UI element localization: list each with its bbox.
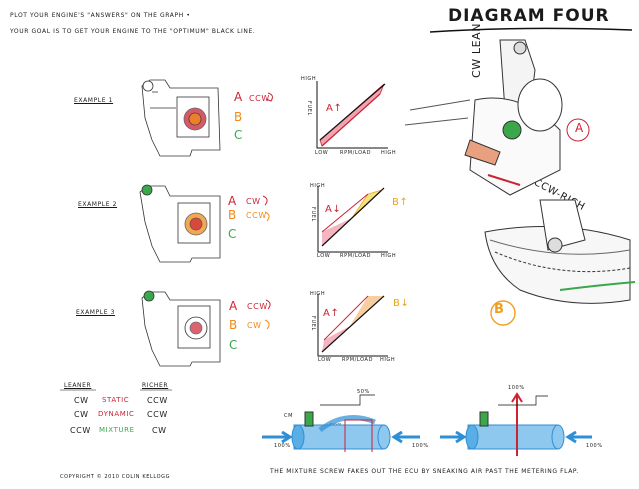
example-2-label: EXAMPLE 2 xyxy=(78,201,118,208)
g2-marker-a: A↓ xyxy=(325,204,342,215)
legend-row1-right: CCW xyxy=(147,396,168,405)
carb-example-2 xyxy=(139,184,221,263)
g1-y-label: FUEL xyxy=(306,101,312,116)
legend-row2-left: CW xyxy=(74,410,89,419)
legend-richer: RICHER xyxy=(142,382,169,389)
g3-high-y: HIGH xyxy=(310,291,326,297)
g3-marker-a: A↑ xyxy=(323,308,340,319)
g3-marker-b: B↓ xyxy=(393,298,410,309)
ex2-action-a: CW xyxy=(246,197,261,206)
caption: THE MIXTURE SCREW FAKES OUT THE ECU BY S… xyxy=(270,468,579,475)
legend-row3-middle: MIXTURE xyxy=(99,426,135,434)
legend-row3-left: CCW xyxy=(70,426,91,435)
legend-row3-right: CW xyxy=(152,426,167,435)
flow-left-in-pct: 100% xyxy=(274,443,291,449)
flow-right-top-pct: 100% xyxy=(508,385,525,391)
g1-high-y: HIGH xyxy=(301,76,317,82)
detail-illustration-b xyxy=(484,199,636,326)
flow-right-out-pct: 100% xyxy=(586,443,603,449)
legend-row1-left: CW xyxy=(74,396,89,405)
g2-y-label: FUEL xyxy=(310,207,316,222)
ccw-rich-label: CCW-RICH xyxy=(531,177,587,214)
legend-row1-middle: STATIC xyxy=(102,396,130,404)
g1-x-label: RPM/LOAD xyxy=(340,150,372,156)
g3-low: LOW xyxy=(318,357,332,363)
marker-a-label: A xyxy=(575,121,584,135)
flow-right-in-pct: 100% xyxy=(472,443,489,449)
graph-2 xyxy=(317,186,388,253)
title-underline xyxy=(429,27,633,33)
ex3-letter-c: C xyxy=(229,338,238,352)
ex3-action-b: CW xyxy=(247,321,262,330)
ex2-letter-a: A xyxy=(228,194,237,208)
g2-high-y: HIGH xyxy=(310,183,326,189)
g1-low: LOW xyxy=(315,150,329,156)
legend-row2-right: CCW xyxy=(147,410,168,419)
copyright: COPYRIGHT © 2010 COLIN KELLOGG xyxy=(60,474,171,480)
g2-high-x: HIGH xyxy=(381,253,397,259)
flow-diagram-right xyxy=(440,392,592,456)
ex2-action-b: CCW xyxy=(246,211,267,220)
instruction-line-1: PLOT YOUR ENGINE'S "ANSWERS" ON THE GRAP… xyxy=(10,12,191,19)
detail-illustration-a xyxy=(404,39,590,196)
graph-1 xyxy=(316,81,388,149)
g2-low: LOW xyxy=(317,253,331,259)
ex1-letter-c: C xyxy=(234,128,243,142)
flow-left-out-pct: 100% xyxy=(412,443,429,449)
g2-marker-b: B↑ xyxy=(392,197,409,208)
g3-x-label: RPM/LOAD xyxy=(342,357,374,363)
legend-leaner: LEANER xyxy=(64,382,92,389)
flow-left-mid-pct: 50% xyxy=(330,423,343,429)
ex3-letter-b: B xyxy=(229,318,238,332)
g2-x-label: RPM/LOAD xyxy=(340,253,372,259)
instruction-line-2: YOUR GOAL IS TO GET YOUR ENGINE TO THE "… xyxy=(10,28,256,35)
carb-example-3 xyxy=(141,290,221,367)
cw-lean-label: CW LEAN xyxy=(470,22,483,78)
g3-y-label: FUEL xyxy=(310,316,316,331)
ex1-letter-b: B xyxy=(234,110,243,124)
carb-example-1 xyxy=(141,79,221,157)
flow-left-top-pct: 50% xyxy=(357,389,370,395)
g1-high-x: HIGH xyxy=(381,150,397,156)
graph-3 xyxy=(317,294,388,357)
ex1-action-a: CCW xyxy=(249,94,270,103)
ex3-letter-a: A xyxy=(229,299,238,313)
example-1-label: EXAMPLE 1 xyxy=(74,97,114,104)
ex2-letter-c: C xyxy=(228,227,237,241)
flow-left-cm: CM xyxy=(284,413,294,419)
legend-row2-middle: DYNAMIC xyxy=(98,410,135,418)
g1-marker: A↑ xyxy=(326,103,343,114)
ex2-letter-b: B xyxy=(228,208,237,222)
diagram-title: DIAGRAM FOUR xyxy=(448,6,610,26)
g3-high-x: HIGH xyxy=(380,357,396,363)
ex1-letter-a: A xyxy=(234,90,243,104)
marker-b-label: B xyxy=(494,302,505,317)
example-3-label: EXAMPLE 3 xyxy=(76,309,116,316)
ex3-action-a: CCW xyxy=(247,302,268,311)
